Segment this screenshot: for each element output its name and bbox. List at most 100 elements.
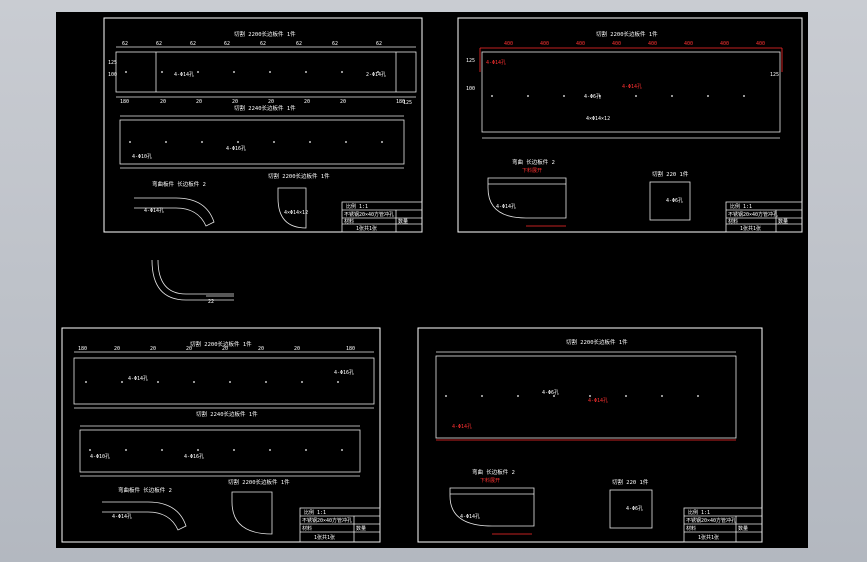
- br-note-3: 4-Φ6孔: [542, 389, 559, 396]
- svg-text:数量: 数量: [738, 525, 748, 532]
- svg-text:4-Φ14孔: 4-Φ14孔: [496, 203, 516, 210]
- svg-text:数量: 数量: [398, 218, 408, 225]
- svg-text:20: 20: [232, 99, 238, 105]
- sheet-bottom-left: 切割 2200长边板件 1件 180 20 20 20 20 20 20 180…: [61, 327, 381, 543]
- br-title-block: 比例 1:1 不锈钢20×40方管冲孔 材料 数量 1张共1张: [683, 507, 763, 543]
- tl-view4-title: 切割 2200长边板件 1件: [268, 172, 330, 180]
- hole-mark: [269, 449, 271, 451]
- svg-text:4-Φ14孔: 4-Φ14孔: [144, 207, 164, 214]
- svg-text:400: 400: [684, 41, 693, 47]
- hole-mark: [85, 381, 87, 383]
- bl-view1-title: 切割 2200长边板件 1件: [190, 340, 252, 348]
- sheet-bottom-right: 切割 2200长边板件 1件 4-Φ14孔 4-Φ14孔 4-Φ6孔 弯曲 长边…: [417, 327, 763, 543]
- hole-mark: [201, 141, 203, 143]
- svg-text:不锈钢20×40方管冲孔: 不锈钢20×40方管冲孔: [686, 517, 736, 524]
- svg-text:180: 180: [396, 99, 405, 105]
- svg-text:1张共1张: 1张共1张: [314, 534, 335, 541]
- br-note-1: 4-Φ14孔: [452, 423, 472, 430]
- svg-text:4-Φ14孔: 4-Φ14孔: [112, 513, 132, 520]
- svg-text:125: 125: [770, 72, 779, 78]
- hole-mark: [129, 141, 131, 143]
- hole-mark: [197, 71, 199, 73]
- svg-text:20: 20: [258, 346, 264, 352]
- hole-mark: [743, 95, 745, 97]
- hole-mark: [697, 395, 699, 397]
- svg-text:4-Φ6孔: 4-Φ6孔: [666, 197, 683, 204]
- svg-text:20: 20: [196, 99, 202, 105]
- hole-mark: [309, 141, 311, 143]
- tl-note-3: 4-Φ10孔: [132, 153, 152, 160]
- hole-mark: [661, 395, 663, 397]
- svg-text:20: 20: [294, 346, 300, 352]
- hole-mark: [563, 95, 565, 97]
- svg-text:不锈钢20×40方管冲孔: 不锈钢20×40方管冲孔: [728, 211, 778, 218]
- hole-mark: [229, 381, 231, 383]
- br-view1-title: 切割 2200长边板件 1件: [566, 338, 628, 346]
- svg-text:400: 400: [540, 41, 549, 47]
- svg-text:比例 1:1: 比例 1:1: [730, 203, 752, 210]
- hole-mark: [125, 449, 127, 451]
- svg-text:比例 1:1: 比例 1:1: [346, 203, 368, 210]
- svg-text:比例 1:1: 比例 1:1: [688, 509, 710, 516]
- hole-mark: [517, 395, 519, 397]
- hole-mark: [237, 141, 239, 143]
- svg-text:不锈钢20×40方管冲孔: 不锈钢20×40方管冲孔: [302, 517, 352, 524]
- svg-text:4×Φ14×12: 4×Φ14×12: [284, 210, 308, 216]
- tr-note-4: 4×Φ14×12: [586, 116, 610, 122]
- hole-mark: [625, 395, 627, 397]
- tl-dims-bottom: 180 20 20 20 20 20 20 180: [120, 99, 405, 105]
- hole-mark: [157, 381, 159, 383]
- hole-mark: [377, 71, 379, 73]
- hole-mark: [671, 95, 673, 97]
- hole-marks: [85, 71, 745, 451]
- tr-red-label: 下料展开: [522, 167, 542, 174]
- bl-view3-title: 弯曲板件 长边板件 2: [118, 486, 172, 494]
- svg-text:4-Φ14孔: 4-Φ14孔: [460, 513, 480, 520]
- hole-mark: [491, 95, 493, 97]
- hole-mark: [125, 71, 127, 73]
- cad-drawing-canvas[interactable]: 切割 2200长边板件 1件 62 62 62 62 62 62 62 62 1…: [56, 12, 808, 548]
- sheet-top-left: 切割 2200长边板件 1件 62 62 62 62 62 62 62 62 1…: [103, 17, 423, 233]
- hole-mark: [197, 449, 199, 451]
- hole-mark: [341, 71, 343, 73]
- hole-mark: [707, 95, 709, 97]
- tl-note-1: 4-Φ14孔: [174, 71, 194, 78]
- svg-text:400: 400: [720, 41, 729, 47]
- tr-note-2: 4-Φ14孔: [622, 83, 642, 90]
- bl-view4-title: 切割 2200长边板件 1件: [228, 478, 290, 486]
- svg-text:数量: 数量: [356, 525, 366, 532]
- svg-text:20: 20: [114, 346, 120, 352]
- hole-mark: [273, 141, 275, 143]
- hole-mark: [599, 95, 601, 97]
- tr-view3-title: 切割 220 1件: [652, 170, 689, 178]
- svg-text:100: 100: [108, 72, 117, 78]
- hole-mark: [305, 449, 307, 451]
- br-view2-title: 弯曲 长边板件 2: [472, 468, 515, 476]
- svg-text:20: 20: [222, 346, 228, 352]
- svg-text:400: 400: [612, 41, 621, 47]
- svg-text:62: 62: [122, 41, 128, 47]
- svg-text:数量: 数量: [778, 218, 788, 225]
- svg-text:180: 180: [78, 346, 87, 352]
- svg-text:62: 62: [260, 41, 266, 47]
- hole-mark: [589, 395, 591, 397]
- hole-mark: [481, 395, 483, 397]
- hole-mark: [301, 381, 303, 383]
- svg-text:材料: 材料: [728, 218, 738, 225]
- svg-text:62: 62: [156, 41, 162, 47]
- bl-view2-title: 切割 2240长边板件 1件: [196, 410, 258, 418]
- svg-text:100: 100: [466, 86, 475, 92]
- hole-mark: [527, 95, 529, 97]
- hole-mark: [161, 449, 163, 451]
- hole-mark: [345, 141, 347, 143]
- svg-text:4-Φ6孔: 4-Φ6孔: [626, 505, 643, 512]
- hole-mark: [193, 381, 195, 383]
- bl-title-block: 比例 1:1 不锈钢20×40方管冲孔 材料 数量 1张共1张: [299, 507, 381, 543]
- hole-mark: [553, 395, 555, 397]
- tl-view3-title: 弯曲板件 长边板件 2: [152, 180, 206, 188]
- tr-dims-top: 400 400 400 400 400 400 400 400: [504, 41, 765, 47]
- tr-title-block: 比例 1:1 不锈钢20×40方管冲孔 材料 数量 1张共1张: [725, 201, 803, 233]
- svg-text:400: 400: [504, 41, 513, 47]
- svg-text:62: 62: [190, 41, 196, 47]
- tl-view2-title: 切割 2240长边板件 1件: [234, 104, 296, 112]
